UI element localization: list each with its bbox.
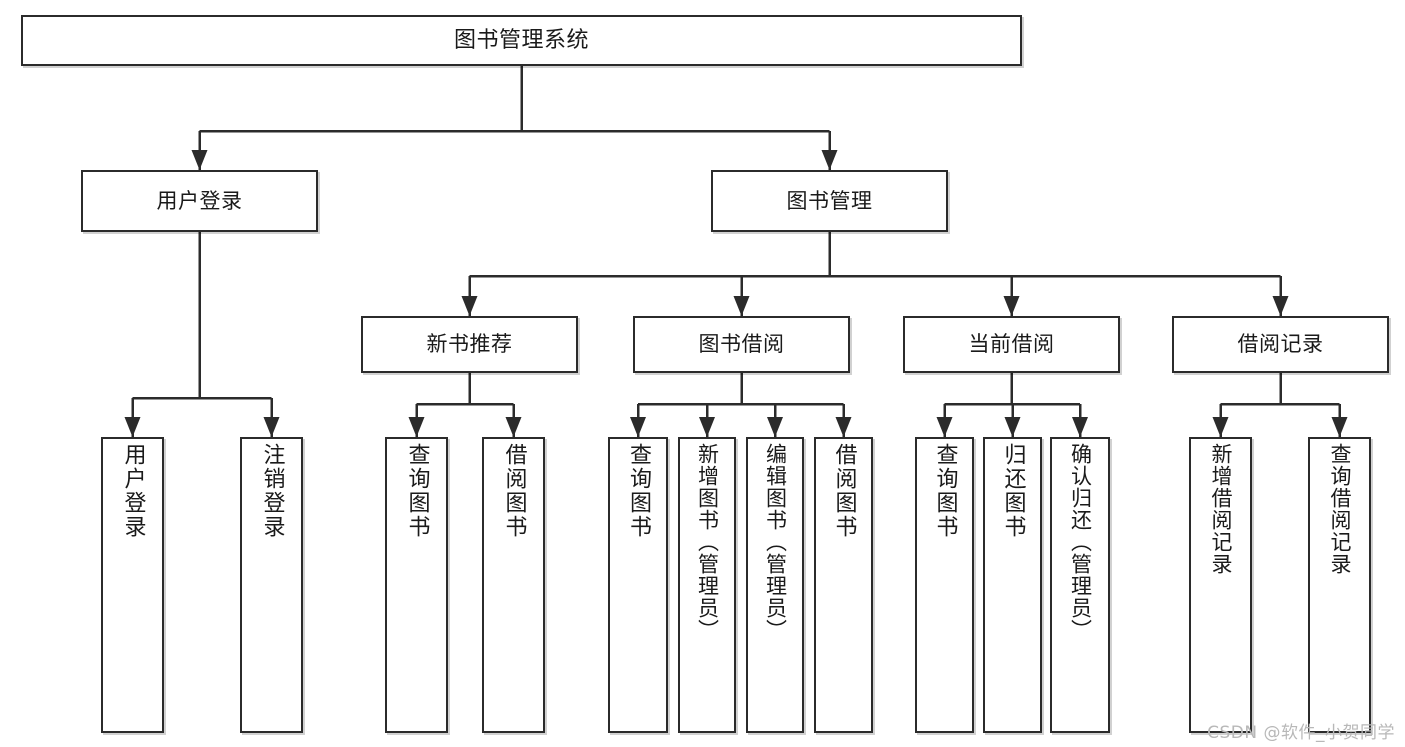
node-leaf-query-rec[interactable]: 查询借阅记录: [1308, 437, 1371, 733]
node-label: 借阅记录: [1237, 332, 1324, 357]
node-leaf-return[interactable]: 归还图书: [983, 437, 1042, 733]
node-label: 编辑图书（管理员）: [763, 443, 788, 641]
node-label: 归还图书: [1000, 443, 1026, 539]
arrowhead-icon: [191, 150, 208, 170]
node-leaf-query-3[interactable]: 查询图书: [915, 437, 974, 733]
arrowhead-icon: [505, 417, 522, 437]
arrowhead-icon: [1004, 417, 1021, 437]
arrowhead-icon: [1212, 417, 1229, 437]
node-label: 用户登录: [156, 188, 243, 213]
node-leaf-user-login[interactable]: 用户登录: [101, 437, 164, 733]
node-label: 当前借阅: [968, 332, 1055, 357]
node-label: 查询图书: [932, 443, 958, 539]
arrowhead-icon: [936, 417, 953, 437]
node-new-book-rec[interactable]: 新书推荐: [361, 316, 578, 373]
node-root[interactable]: 图书管理系统: [21, 15, 1022, 66]
arrowhead-icon: [630, 417, 646, 437]
node-label: 查询图书: [626, 443, 651, 539]
node-leaf-confirm[interactable]: 确认归还（管理员）: [1050, 437, 1110, 733]
arrowhead-icon: [408, 417, 425, 437]
node-leaf-query-1[interactable]: 查询图书: [385, 437, 448, 733]
arrowhead-icon: [1331, 417, 1348, 437]
node-label: 新书推荐: [426, 332, 513, 357]
node-current-borrow[interactable]: 当前借阅: [903, 316, 1120, 373]
node-leaf-borrow-1[interactable]: 借阅图书: [482, 437, 545, 733]
node-label: 新增图书（管理员）: [695, 443, 720, 641]
arrowhead-icon: [733, 296, 750, 316]
node-book-borrow[interactable]: 图书借阅: [633, 316, 850, 373]
node-leaf-query-2[interactable]: 查询图书: [608, 437, 668, 733]
node-leaf-add-rec[interactable]: 新增借阅记录: [1189, 437, 1252, 733]
node-label: 图书借阅: [698, 332, 785, 357]
node-label: 查询图书: [404, 443, 430, 539]
node-book-manage[interactable]: 图书管理: [711, 170, 948, 232]
node-label: 注销登录: [259, 443, 285, 539]
node-label: 图书管理系统: [453, 27, 589, 53]
arrowhead-icon: [821, 150, 838, 170]
arrowhead-icon: [1272, 296, 1289, 316]
arrowhead-icon: [1003, 296, 1020, 316]
arrowhead-icon: [1072, 417, 1088, 437]
node-label: 新增借阅记录: [1209, 443, 1233, 575]
node-user-login[interactable]: 用户登录: [81, 170, 318, 232]
arrowhead-icon: [767, 417, 783, 437]
node-label: 确认归还（管理员）: [1068, 443, 1093, 641]
arrowhead-icon: [263, 417, 280, 437]
node-leaf-borrow-2[interactable]: 借阅图书: [814, 437, 873, 733]
arrowhead-icon: [461, 296, 478, 316]
node-borrow-record[interactable]: 借阅记录: [1172, 316, 1389, 373]
node-label: 查询借阅记录: [1328, 443, 1352, 575]
node-leaf-edit-book[interactable]: 编辑图书（管理员）: [746, 437, 804, 733]
node-leaf-add-book[interactable]: 新增图书（管理员）: [678, 437, 736, 733]
arrowhead-icon: [124, 417, 141, 437]
arrowhead-icon: [699, 417, 715, 437]
node-label: 用户登录: [120, 443, 146, 539]
node-label: 借阅图书: [501, 443, 527, 539]
node-label: 借阅图书: [831, 443, 857, 539]
node-leaf-logout[interactable]: 注销登录: [240, 437, 303, 733]
node-label: 图书管理: [786, 188, 873, 213]
arrowhead-icon: [835, 417, 852, 437]
watermark: CSDN @软件_小贺同学: [1207, 723, 1395, 743]
